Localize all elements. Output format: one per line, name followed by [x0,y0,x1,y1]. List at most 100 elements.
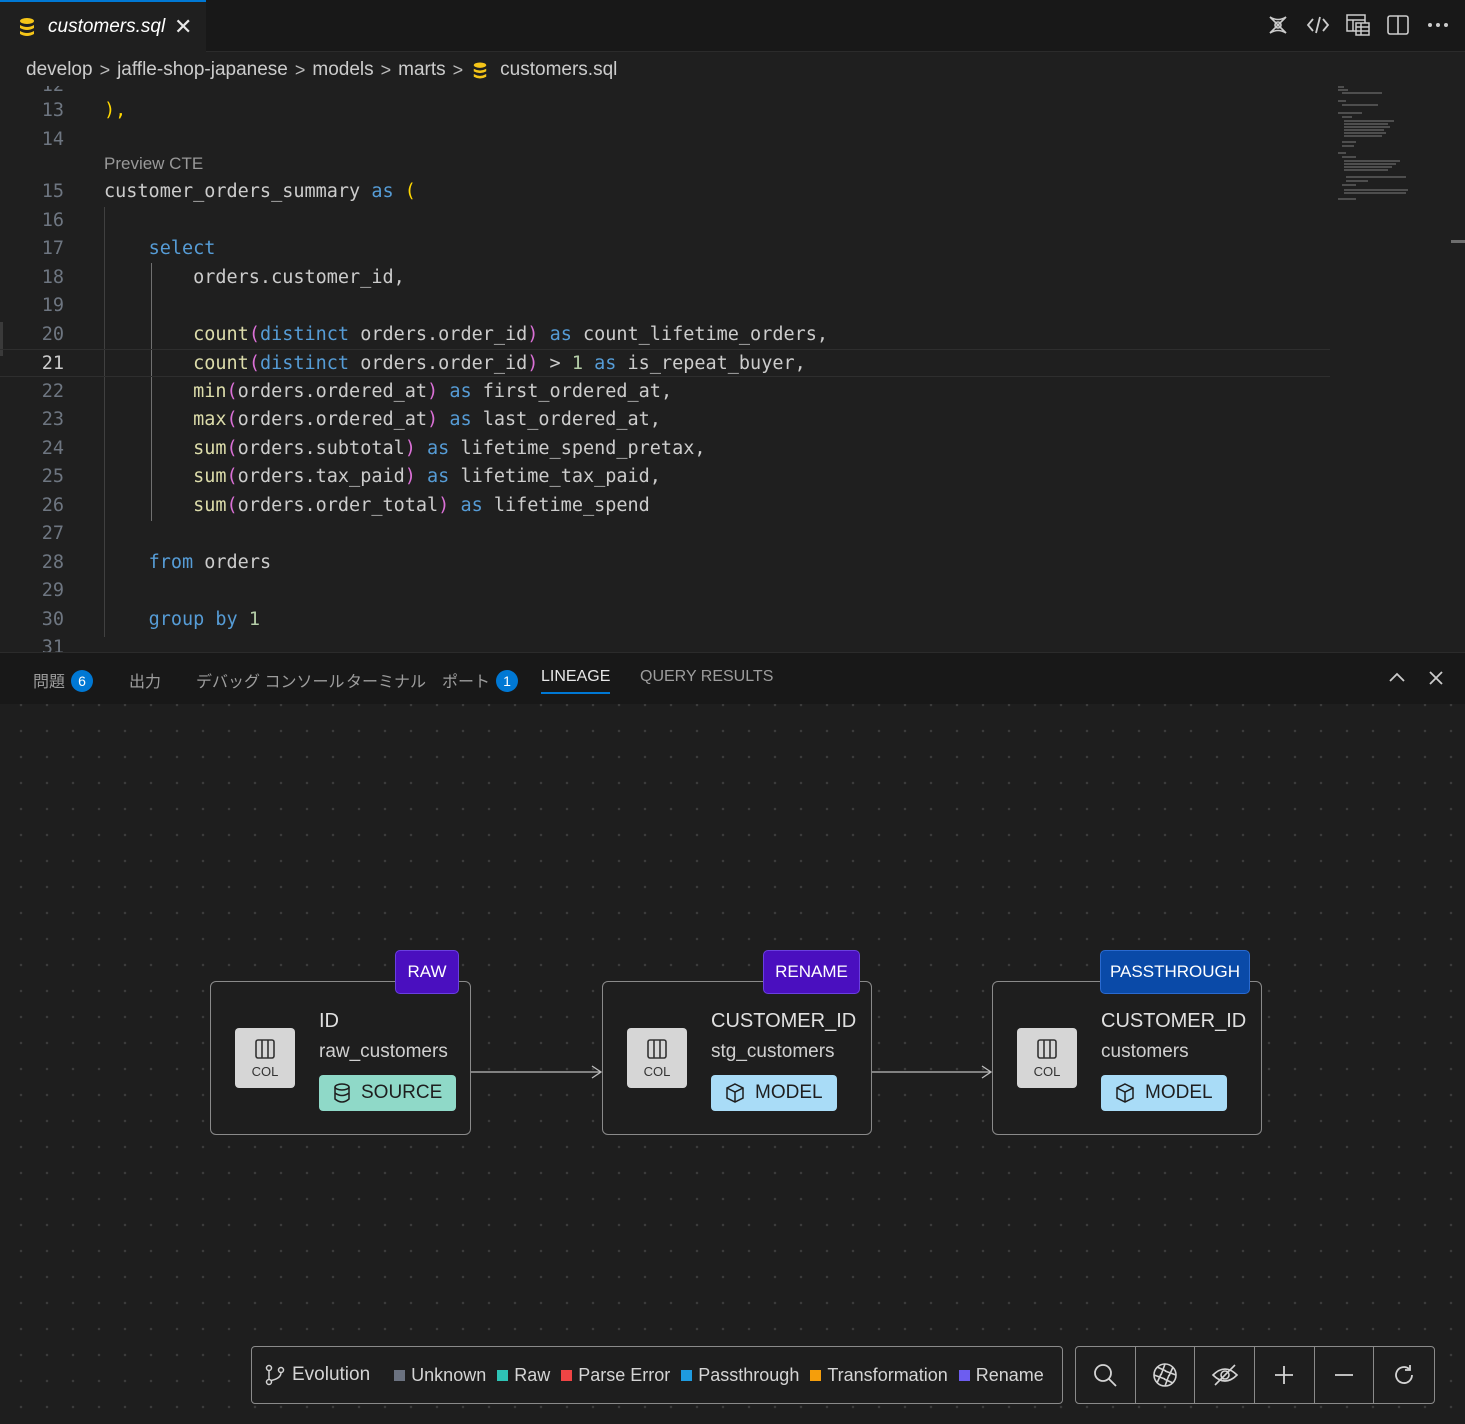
code-icon[interactable] [1305,12,1331,38]
legend-title: Evolution [264,1364,370,1386]
code-line: 28 from orders [0,549,1330,577]
lineage-canvas[interactable]: COL ID raw_customers SOURCE RAW COL CUST… [0,704,1465,1424]
line-number: 25 [41,466,64,487]
problems-count-badge: 6 [71,670,94,692]
node-type-label: SOURCE [361,1082,443,1103]
code-line: 13), [0,97,1330,125]
line-number: 30 [41,609,64,630]
column-type-label: COL [1033,1063,1061,1079]
column-type-label: COL [643,1063,671,1079]
lineage-edges [471,1065,993,1079]
hide-button[interactable] [1195,1347,1256,1403]
search-button[interactable] [1076,1347,1136,1403]
tab-terminal[interactable]: ターミナル [346,674,427,691]
ports-count-badge: 1 [496,670,519,692]
line-number: 17 [41,238,64,259]
split-editor-icon[interactable] [1385,12,1411,38]
code-text: orders [204,552,272,573]
code-editor[interactable]: 12 13), 14 Preview CTE 15 customer_orders… [0,86,1465,652]
maximize-panel-icon[interactable] [1386,667,1408,689]
tab-query-results[interactable]: QUERY RESULTS [640,668,774,685]
cte-name: customer_orders_summary [104,181,361,202]
breadcrumb-item-models[interactable]: models [312,59,374,80]
evolution-badge-passthrough: PASSTHROUGH [1100,950,1250,994]
tab-label: customers.sql [48,16,166,37]
code-line: 25 sum(orders.tax_paid) as lifetime_tax_… [0,463,1330,491]
editor-tab-bar: customers.sql ✕ [0,0,1465,52]
legend-item-raw: Raw [497,1365,550,1386]
code-line: 16 [0,207,1330,235]
legend-item-transformation: Transformation [810,1365,948,1386]
legend-swatch [394,1369,406,1381]
legend-swatch [810,1369,822,1381]
code-line: 26 sum(orders.order_total) as lifetime_s… [0,492,1330,520]
breadcrumb-item-develop[interactable]: develop [26,59,93,80]
code-line: 19 [0,292,1330,320]
code-line: 20 count(distinct orders.order_id) as co… [0,321,1330,349]
evolution-badge-rename: RENAME [763,950,860,994]
column-icon [647,1038,667,1059]
minimap[interactable] [1336,86,1446,216]
node-column-name: CUSTOMER_ID [1101,1010,1247,1032]
node-type-chip: MODEL [1101,1075,1227,1111]
legend-label: Passthrough [698,1364,800,1385]
breadcrumb-item-file[interactable]: customers.sql [500,59,618,80]
refresh-button[interactable] [1374,1347,1434,1403]
tab-output[interactable]: 出力 [129,674,162,691]
lineage-node[interactable]: COL ID raw_customers SOURCE [210,981,471,1135]
tab-problems[interactable]: 問題 6 [33,668,94,694]
node-type-label: MODEL [755,1082,823,1103]
preview-cte-codelens[interactable]: Preview CTE [104,154,204,173]
node-table-name: stg_customers [711,1041,835,1062]
close-tab-icon[interactable]: ✕ [174,14,193,39]
legend-swatch [561,1369,573,1381]
zoom-out-button[interactable] [1315,1347,1375,1403]
breadcrumb: develop > jaffle-shop-japanese > models … [26,56,617,84]
indent-guide [104,207,105,637]
breadcrumb-item-marts[interactable]: marts [398,59,446,80]
line-number: 18 [41,267,64,288]
line-number: 22 [41,381,64,402]
tab-debug-console[interactable]: デバッグ コンソール [196,674,345,691]
chevron-right-icon: > [452,59,464,80]
column-icon [255,1038,275,1059]
zoom-in-button[interactable] [1255,1347,1315,1403]
legend-swatch [958,1369,970,1381]
column-icon [1037,1038,1057,1059]
evolution-badge-raw: RAW [395,950,459,994]
dbt-icon[interactable] [1265,12,1291,38]
line-number: 27 [41,523,64,544]
line-number: 12 [0,86,64,100]
tab-customers-sql[interactable]: customers.sql ✕ [0,0,206,52]
code-keyword: select [148,238,216,259]
node-type-label: MODEL [1145,1082,1213,1103]
tab-label: 問題 [33,674,66,691]
legend-swatch [681,1369,693,1381]
line-number: 20 [41,324,64,345]
aperture-icon [1153,1363,1177,1387]
git-branch-icon [265,1364,285,1386]
code-line: 29 [0,577,1330,605]
column-type-box: COL [1017,1028,1077,1088]
breadcrumb-item-project[interactable]: jaffle-shop-japanese [117,59,288,80]
lineage-toolbar [1075,1346,1435,1404]
more-actions-icon[interactable] [1425,12,1451,38]
focus-button[interactable] [1136,1347,1196,1403]
tab-lineage[interactable]: LINEAGE [541,668,611,694]
refresh-icon [1395,1365,1414,1384]
code-line: 12 [0,86,1330,100]
code-line: 14 [0,126,1330,154]
code-line: 23 max(orders.ordered_at) as last_ordere… [0,406,1330,434]
column-type-box: COL [235,1028,295,1088]
line-number: 15 [41,181,64,202]
lineage-node[interactable]: COL CUSTOMER_ID customers MODEL [992,981,1262,1135]
lineage-node[interactable]: COL CUSTOMER_ID stg_customers MODEL [602,981,872,1135]
cube-icon [726,1083,744,1103]
table-preview-icon[interactable] [1345,12,1371,38]
close-panel-icon[interactable] [1425,667,1447,689]
node-column-name: ID [319,1010,339,1032]
legend-swatch [497,1369,509,1381]
scrollbar-thumb[interactable] [1451,240,1465,243]
